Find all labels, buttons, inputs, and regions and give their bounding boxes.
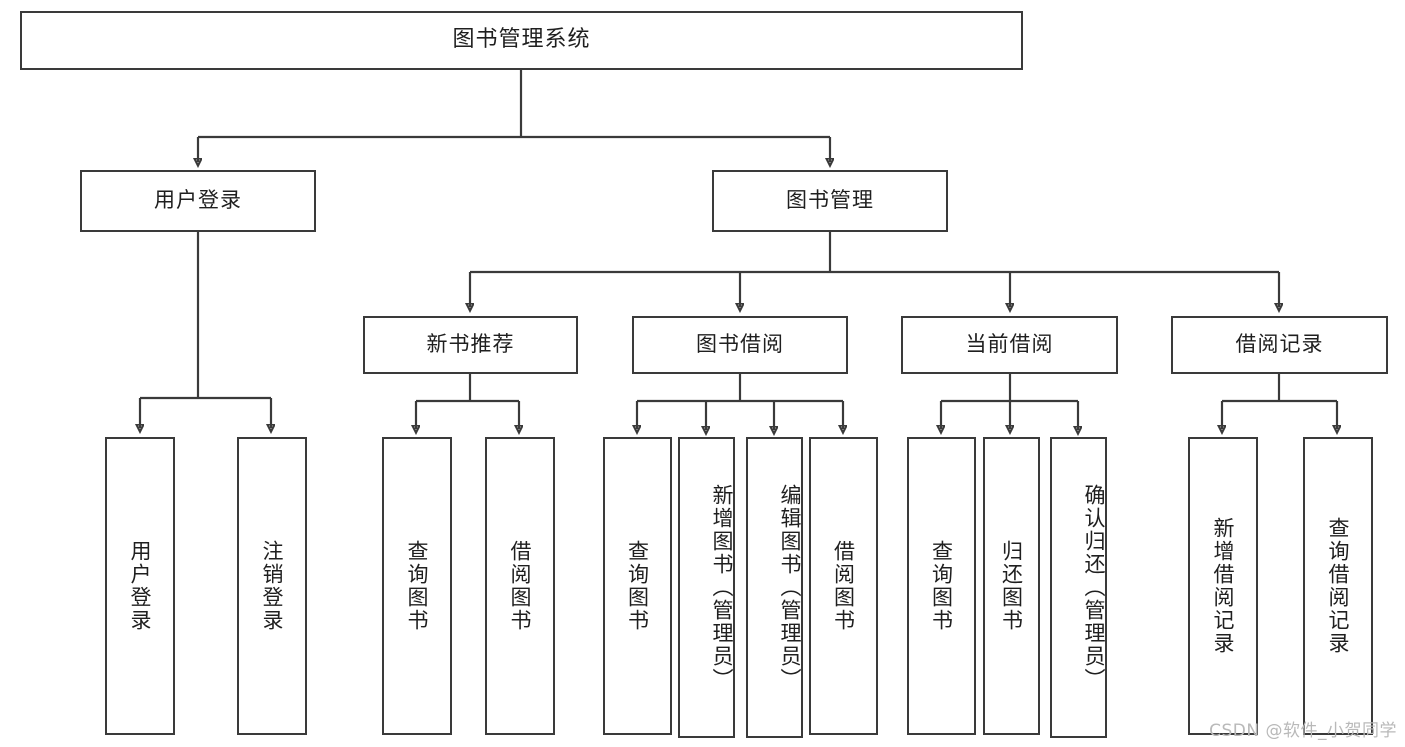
node-label: 新增图书（管理员）: [710, 484, 734, 691]
node-label: 查询图书: [405, 540, 430, 632]
node-label: 编辑图书（管理员）: [778, 484, 802, 691]
node-root-system[interactable]: 图书管理系统: [20, 11, 1023, 70]
node-leaf-query-borrow-record[interactable]: 查询借阅记录: [1303, 437, 1373, 735]
node-label: 借阅图书: [831, 540, 856, 632]
node-label: 新书推荐: [426, 332, 515, 357]
node-leaf-confirm-return-admin[interactable]: 确认归还（管理员）: [1050, 437, 1107, 738]
node-book-management[interactable]: 图书管理: [712, 170, 948, 232]
node-label: 图书管理系统: [452, 27, 591, 53]
node-label: 新增借阅记录: [1211, 517, 1236, 655]
node-label: 用户登录: [154, 188, 242, 213]
watermark-text: CSDN @软件_小贺同学: [1209, 721, 1397, 741]
node-leaf-logout[interactable]: 注销登录: [237, 437, 307, 735]
node-label: 当前借阅: [965, 332, 1054, 357]
node-book-borrow[interactable]: 图书借阅: [632, 316, 848, 374]
node-leaf-borrow-book-borrow[interactable]: 借阅图书: [809, 437, 878, 735]
node-label: 注销登录: [260, 540, 285, 632]
node-label: 图书管理: [786, 188, 874, 213]
node-label: 借阅记录: [1235, 332, 1324, 357]
node-current-borrow[interactable]: 当前借阅: [901, 316, 1118, 374]
node-label: 图书借阅: [696, 332, 784, 357]
node-leaf-edit-book-admin[interactable]: 编辑图书（管理员）: [746, 437, 803, 738]
node-leaf-query-book-borrow[interactable]: 查询图书: [603, 437, 672, 735]
node-leaf-query-book-recommend[interactable]: 查询图书: [382, 437, 452, 735]
node-new-book-recommend[interactable]: 新书推荐: [363, 316, 578, 374]
node-label: 归还图书: [999, 540, 1024, 632]
node-leaf-add-book-admin[interactable]: 新增图书（管理员）: [678, 437, 735, 738]
node-leaf-borrow-book-recommend[interactable]: 借阅图书: [485, 437, 555, 735]
node-label: 查询借阅记录: [1326, 517, 1351, 655]
node-leaf-query-book-current[interactable]: 查询图书: [907, 437, 976, 735]
node-borrow-records[interactable]: 借阅记录: [1171, 316, 1388, 374]
node-label: 用户登录: [128, 540, 153, 632]
node-leaf-user-login[interactable]: 用户登录: [105, 437, 175, 735]
node-label: 借阅图书: [508, 540, 533, 632]
node-user-login[interactable]: 用户登录: [80, 170, 316, 232]
node-label: 查询图书: [625, 540, 650, 632]
node-label: 确认归还（管理员）: [1082, 484, 1106, 691]
node-leaf-add-borrow-record[interactable]: 新增借阅记录: [1188, 437, 1258, 735]
node-leaf-return-book[interactable]: 归还图书: [983, 437, 1040, 735]
node-label: 查询图书: [929, 540, 954, 632]
